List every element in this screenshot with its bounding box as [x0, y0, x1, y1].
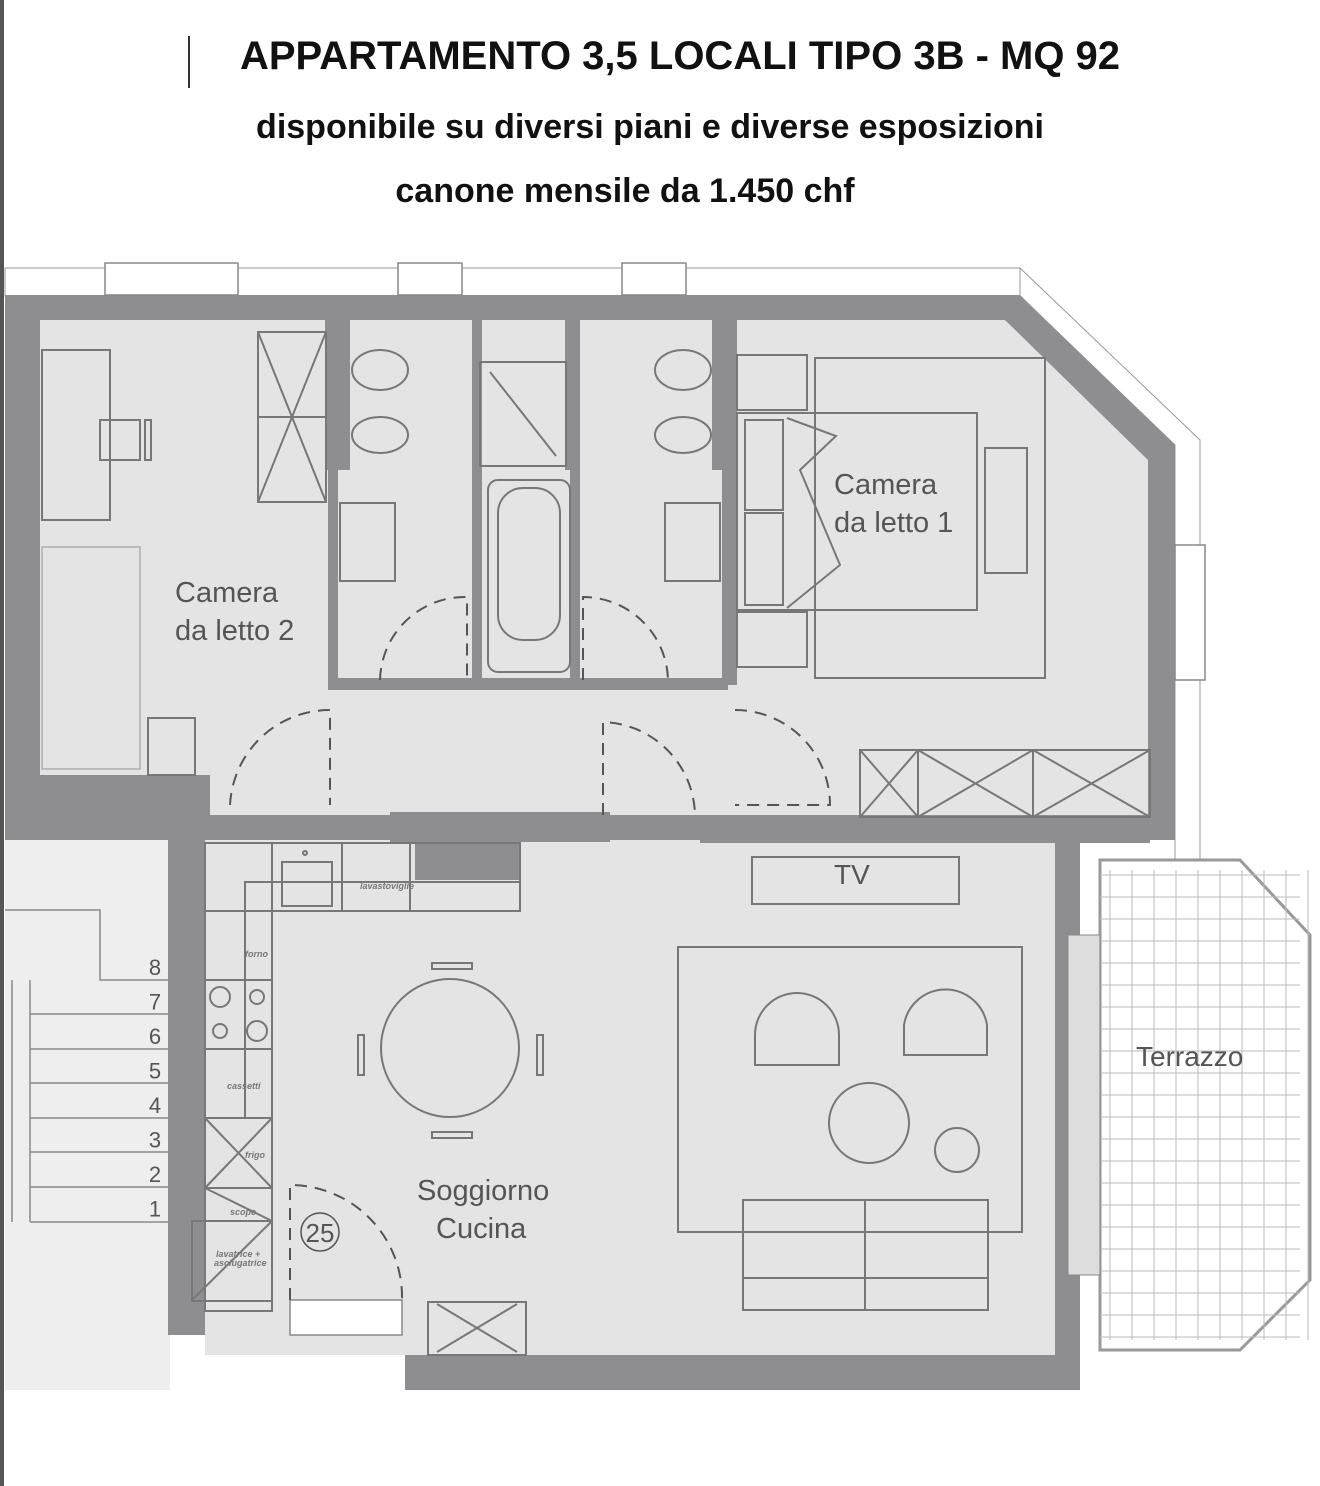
- page-title: APPARTAMENTO 3,5 LOCALI TIPO 3B - MQ 92: [239, 34, 1121, 78]
- unit-number-badge: [300, 1212, 340, 1252]
- bedroom1-furniture: [736, 354, 1151, 818]
- stair-step-number: 4: [149, 1093, 161, 1118]
- door-swings: [229, 595, 832, 1301]
- dryer-label: asciugatrice: [214, 1258, 267, 1268]
- stair-step-number: 2: [149, 1162, 161, 1187]
- stair-step-number: 8: [149, 955, 161, 980]
- living-floor: [205, 840, 1055, 1355]
- stair-step-number: 7: [149, 990, 161, 1015]
- kitchen-units: [191, 842, 521, 1312]
- stair-step-number: 6: [149, 1024, 161, 1049]
- dishwasher-label: lavastoviglie: [360, 881, 414, 891]
- window-edge: [0, 0, 4, 1486]
- stair-step-number: 5: [149, 1059, 161, 1084]
- bathroom-fixtures: [339, 349, 721, 673]
- fridge-label: frigo: [245, 1150, 265, 1160]
- tv-label: TV: [834, 859, 870, 890]
- bedroom2-label-1: Camera: [175, 577, 279, 609]
- oven-label: forno: [245, 949, 268, 959]
- interior-walls: [5, 320, 1150, 1335]
- stair-step-number: 3: [149, 1128, 161, 1153]
- subtitle: disponibile su diversi piani e diverse e…: [256, 108, 1044, 146]
- unit-number: 25: [306, 1218, 335, 1248]
- upper-floor: [40, 320, 1148, 815]
- bedroom1-label-1: Camera: [834, 469, 938, 501]
- bedroom2-label-2: da letto 2: [175, 615, 294, 647]
- living-furniture: [357, 856, 1023, 1356]
- drawers-label: cassetti: [227, 1081, 261, 1091]
- stairwell-floor: [5, 840, 170, 1390]
- text-cursor: [188, 36, 190, 88]
- living-label-2: Cucina: [436, 1213, 527, 1245]
- stairs: [5, 909, 168, 1223]
- windows: [104, 262, 1206, 1336]
- brooms-label: scope: [230, 1207, 256, 1217]
- bedroom1-label-2: da letto 1: [834, 507, 953, 539]
- bedroom2-furniture: [41, 331, 327, 776]
- living-label-1: Soggiorno: [417, 1175, 549, 1207]
- terrace: [1067, 858, 1312, 1352]
- stair-step-number: 1: [149, 1197, 161, 1222]
- washer-label: lavatrice +: [216, 1249, 261, 1259]
- terrace-label: Terrazzo: [1136, 1041, 1243, 1072]
- price-line: canone mensile da 1.450 chf: [395, 172, 855, 210]
